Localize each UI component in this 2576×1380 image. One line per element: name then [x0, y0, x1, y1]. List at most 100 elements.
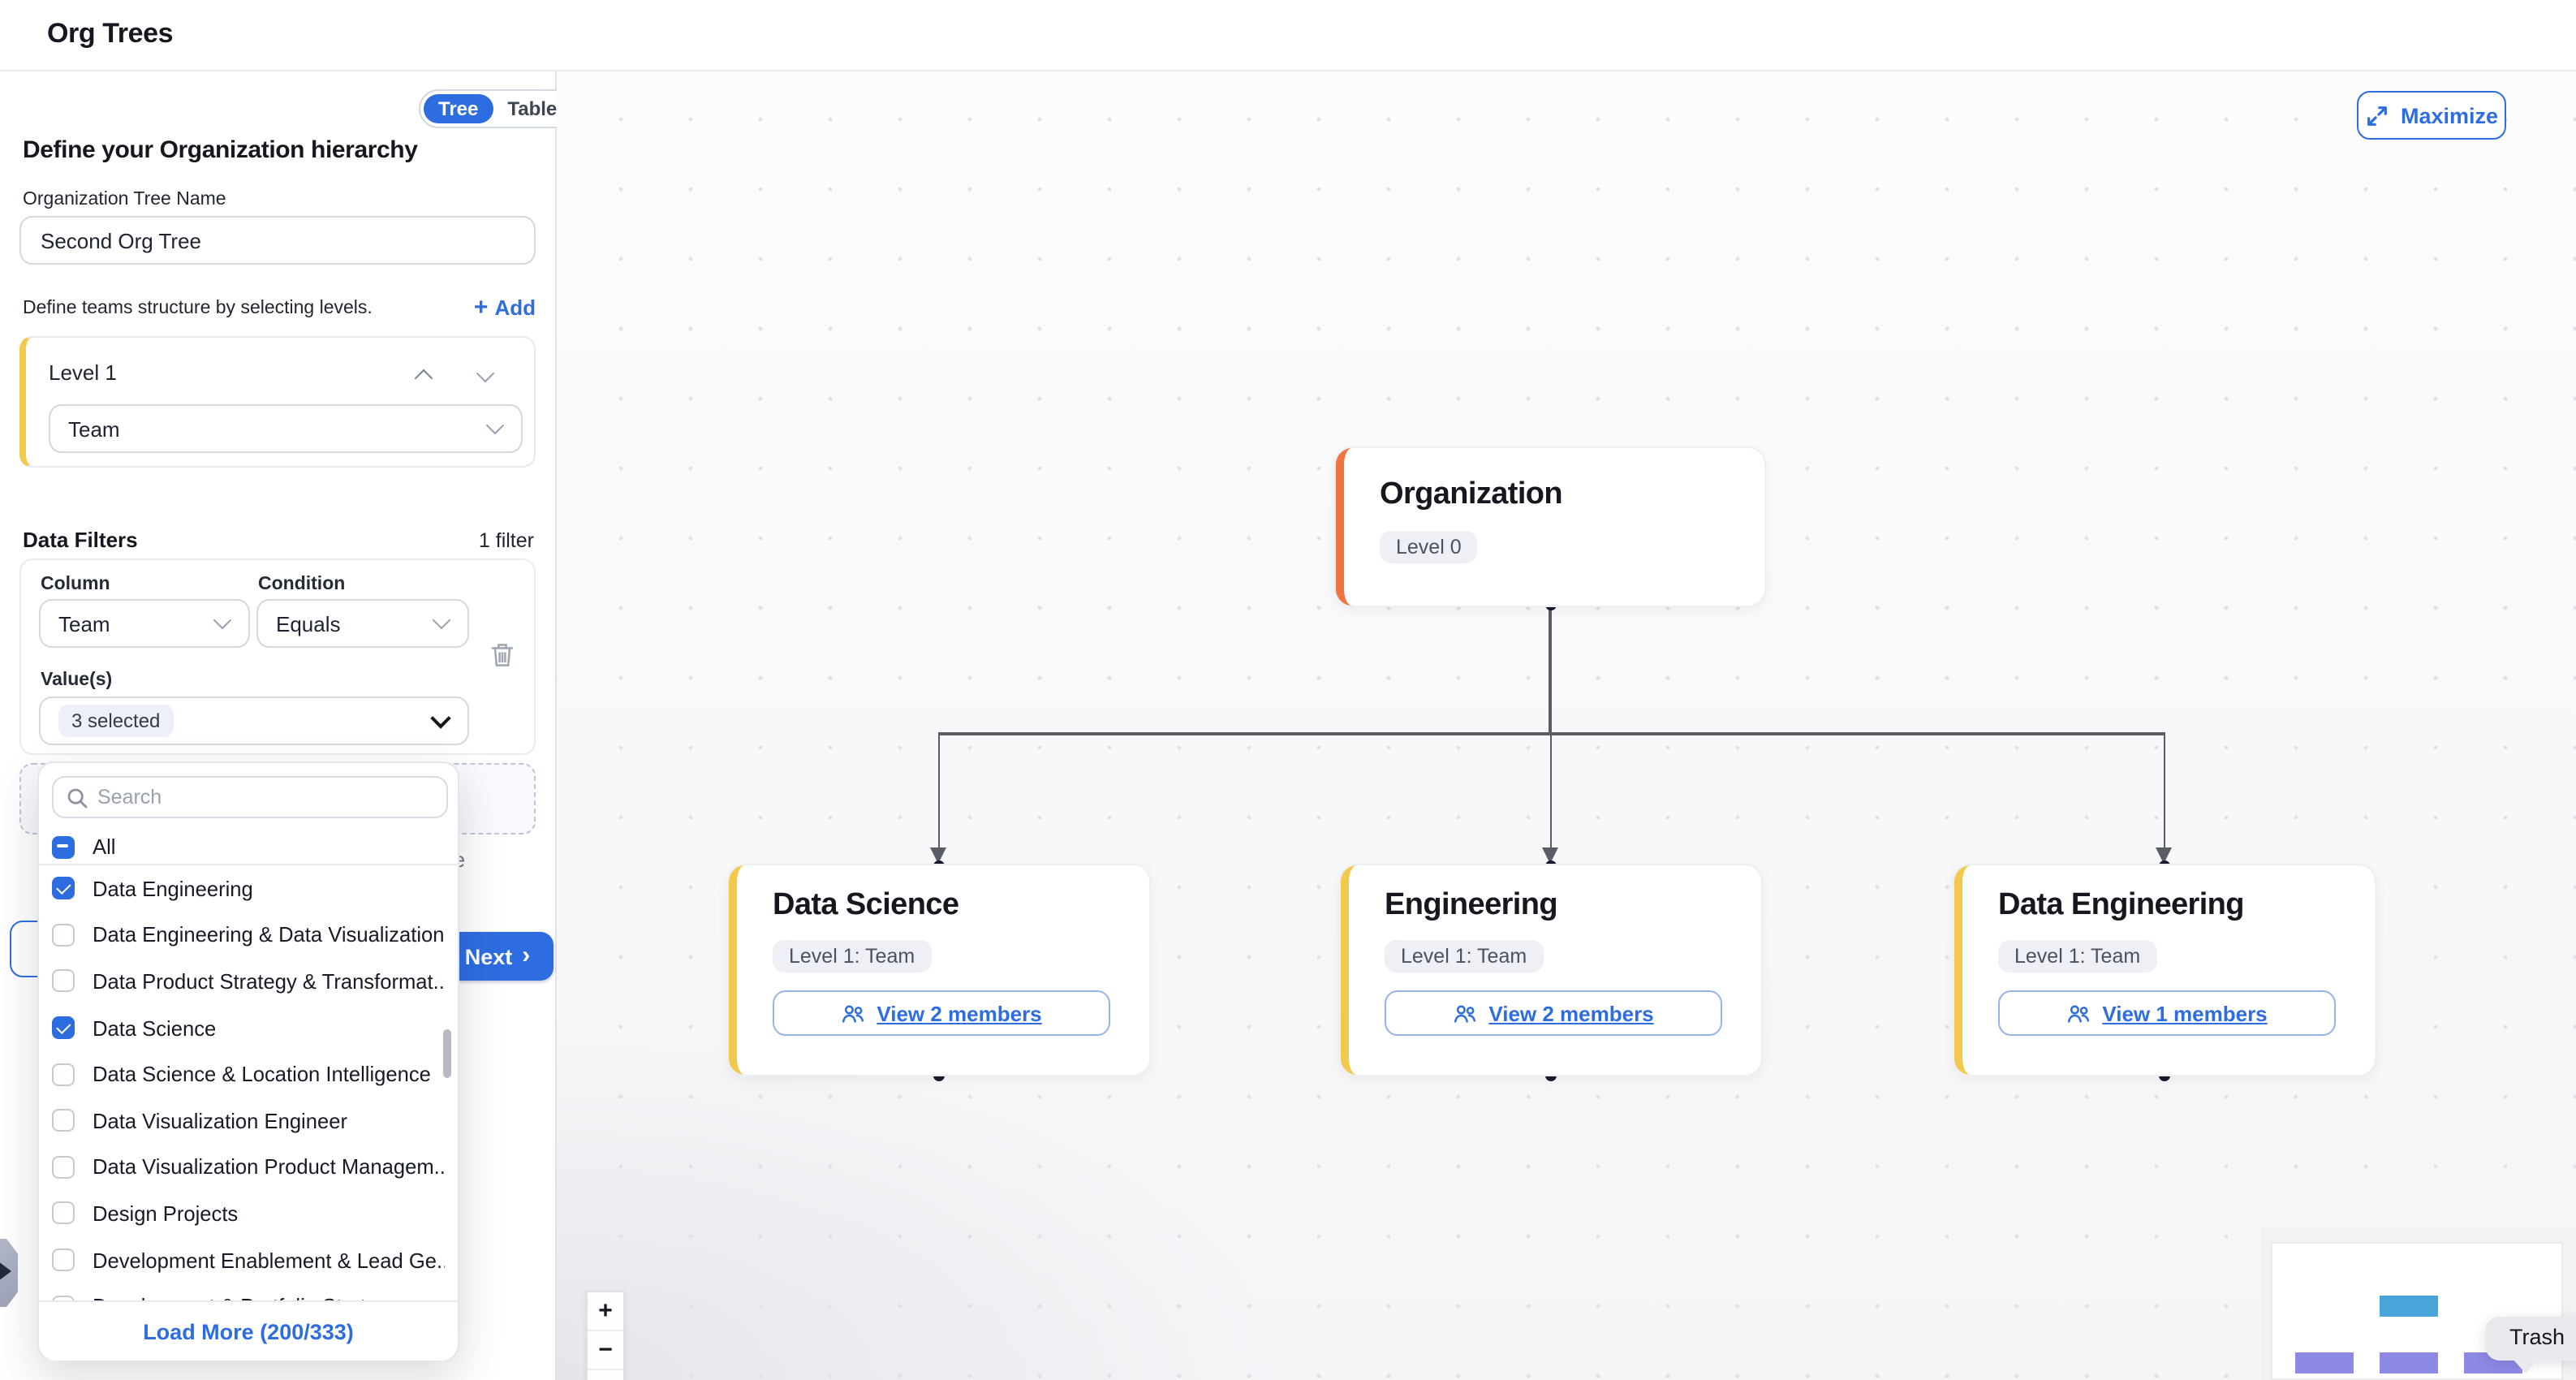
list-item[interactable]: Development Enablement & Lead Ge...	[39, 1237, 458, 1283]
load-more-button[interactable]: Load More (200/333)	[39, 1300, 458, 1361]
tooltip-pointer	[2513, 1359, 2539, 1374]
top-bar: Org Trees	[0, 0, 2576, 71]
node-title: Data Science	[773, 888, 959, 922]
org-node-root[interactable]: Organization Level 0	[1336, 448, 1764, 606]
edge-drop-3	[2163, 734, 2166, 849]
list-item[interactable]: Data Product Strategy & Transformat...	[39, 958, 458, 1004]
maximize-button[interactable]: Maximize	[2357, 91, 2506, 140]
filter-count: 1 filter	[478, 529, 534, 552]
dropdown-search[interactable]	[52, 776, 448, 818]
values-label: Value(s)	[41, 671, 113, 690]
minimap-child-node	[2295, 1352, 2354, 1374]
values-dropdown: All Data Engineering Data Engineering & …	[37, 761, 459, 1361]
checkbox[interactable]	[52, 877, 75, 900]
view-members-button[interactable]: View 1 members	[1998, 990, 2336, 1036]
condition-label: Condition	[258, 575, 346, 594]
select-all-checkbox[interactable]	[52, 835, 75, 858]
zoom-out-button[interactable]: −	[588, 1331, 623, 1370]
list-item-partial[interactable]: Development & Portfolio Strat...	[39, 1283, 458, 1300]
list-item[interactable]: Data Visualization Product Managem...	[39, 1144, 458, 1190]
list-item[interactable]: Data Engineering & Data Visualization	[39, 912, 458, 958]
chevron-down-icon	[476, 364, 495, 383]
selected-count-chip: 3 selected	[58, 705, 174, 737]
plus-icon: +	[473, 294, 489, 321]
checkbox[interactable]	[52, 1016, 75, 1040]
level-type-select[interactable]: Team	[49, 404, 523, 453]
list-item[interactable]: Data Engineering	[39, 865, 458, 912]
chevron-down-icon	[430, 708, 451, 729]
page-title: Org Trees	[47, 18, 174, 49]
zoom-in-button[interactable]: +	[588, 1292, 623, 1331]
view-toggle[interactable]: Tree Table	[419, 89, 577, 128]
level-badge: Level 1: Team	[773, 940, 932, 972]
minimap-child-node	[2380, 1352, 2438, 1374]
tree-name-label: Organization Tree Name	[23, 190, 226, 209]
level-badge: Level 0	[1380, 531, 1478, 563]
delete-filter-button[interactable]	[490, 641, 515, 669]
trash-icon	[491, 644, 514, 666]
move-level-down-button[interactable]	[476, 360, 495, 385]
search-input[interactable]	[97, 786, 433, 809]
levels-hint: Define teams structure by selecting leve…	[23, 298, 373, 317]
checkbox[interactable]	[52, 1201, 75, 1225]
level-badge: Level 1: Team	[1385, 940, 1544, 972]
level-badge: Level 1: Team	[1998, 940, 2157, 972]
add-level-button[interactable]: + Add	[473, 294, 536, 321]
chevron-down-icon	[213, 610, 232, 630]
list-item[interactable]: Data Science & Location Intelligence	[39, 1051, 458, 1098]
edge-drop-2	[1549, 734, 1553, 849]
node-title: Data Engineering	[1998, 888, 2245, 922]
list-item[interactable]: Data Visualization Engineer	[39, 1098, 458, 1144]
arrow-down-icon	[2156, 847, 2172, 864]
checkbox[interactable]	[52, 1063, 75, 1086]
fit-view-button[interactable]	[588, 1370, 623, 1380]
checkbox[interactable]	[52, 969, 75, 993]
checkbox[interactable]	[52, 1109, 75, 1132]
column-select[interactable]: Team	[39, 599, 250, 648]
chevron-right-icon: ›	[522, 942, 531, 969]
view-members-button[interactable]: View 2 members	[773, 990, 1110, 1036]
select-all-row[interactable]: All	[39, 830, 458, 864]
edge-root-vertical	[1549, 604, 1552, 734]
node-title: Organization	[1380, 477, 1563, 511]
zoom-controls: + −	[586, 1291, 625, 1380]
panel-expand-handle[interactable]	[0, 1239, 18, 1307]
checkbox[interactable]	[52, 1248, 75, 1272]
node-title: Engineering	[1385, 888, 1558, 922]
toggle-table[interactable]: Table	[507, 97, 558, 120]
search-icon	[67, 787, 88, 808]
checkbox[interactable]	[52, 923, 75, 947]
move-level-up-button[interactable]	[414, 365, 433, 390]
org-node-data-science[interactable]: Data Science Level 1: Team View 2 member…	[729, 865, 1149, 1075]
chevron-down-icon	[432, 610, 451, 630]
level-card: Level 1 Team	[19, 336, 536, 468]
next-button[interactable]: Next ›	[442, 932, 554, 981]
list-item[interactable]: Design Projects	[39, 1190, 458, 1236]
view-members-button[interactable]: View 2 members	[1385, 990, 1722, 1036]
tree-name-input[interactable]	[19, 216, 536, 265]
checkbox[interactable]	[52, 1295, 75, 1300]
filter-card: Column Condition Team Equals Valu	[19, 558, 536, 755]
arrow-down-icon	[930, 847, 946, 864]
list-item[interactable]: Data Science	[39, 1005, 458, 1051]
toggle-tree[interactable]: Tree	[424, 94, 493, 123]
minimap-root-node	[2380, 1296, 2438, 1317]
column-label: Column	[41, 575, 110, 594]
data-filters-title: Data Filters	[23, 528, 138, 552]
values-select[interactable]: 3 selected	[39, 696, 469, 745]
arrow-down-icon	[1542, 847, 1558, 864]
people-icon	[842, 1004, 864, 1022]
org-node-data-engineering[interactable]: Data Engineering Level 1: Team View 1 me…	[1954, 865, 2375, 1075]
level-title: Level 1	[49, 360, 117, 385]
checkbox[interactable]	[52, 1155, 75, 1179]
people-icon	[1454, 1004, 1476, 1022]
org-chart-canvas[interactable]: Maximize Organization Level 0 Data Scien…	[557, 71, 2576, 1380]
chevron-down-icon	[485, 416, 505, 435]
maximize-icon	[2367, 106, 2387, 125]
org-node-engineering[interactable]: Engineering Level 1: Team View 2 members	[1341, 865, 1761, 1075]
chevron-up-icon	[414, 369, 433, 388]
trash-tooltip: Trash	[2485, 1317, 2576, 1374]
condition-select[interactable]: Equals	[256, 599, 469, 648]
scrollbar-thumb[interactable]	[443, 1029, 451, 1078]
